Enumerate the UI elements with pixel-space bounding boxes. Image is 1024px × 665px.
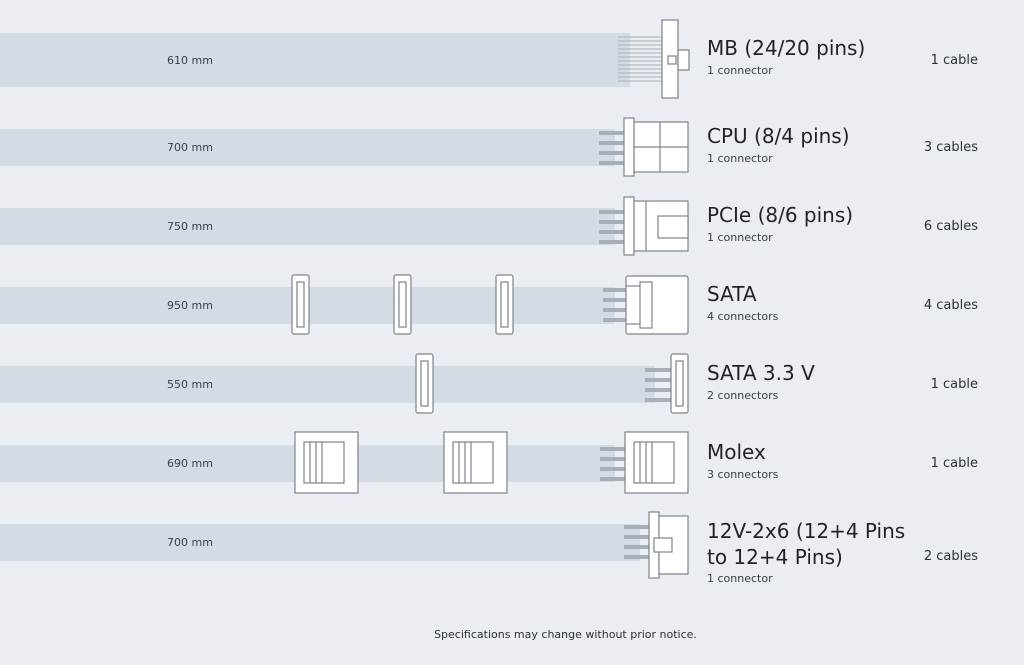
- cable-count: 3 cables: [923, 140, 978, 155]
- connector-name: 12V-2x6 (12+4 Pins: [707, 519, 906, 543]
- molex-connector-icon: [294, 431, 689, 494]
- connector-count: 1 connector: [707, 64, 773, 77]
- connector-name: SATA: [707, 282, 757, 306]
- cable-length: 610 mm: [167, 54, 213, 67]
- connector-count: 1 connector: [707, 231, 773, 244]
- pcie-connector-icon: [599, 196, 689, 256]
- connector-name: MB (24/20 pins): [707, 36, 866, 60]
- cable-length: 950 mm: [167, 299, 213, 312]
- sata33-connector-icon: [415, 353, 689, 414]
- connector-name: PCIe (8/6 pins): [707, 203, 854, 227]
- footer-notice: Specifications may change without prior …: [434, 628, 697, 641]
- mb-connector-icon: [618, 19, 690, 99]
- connector-count: 3 connectors: [707, 468, 779, 481]
- cable-band-pcie: [0, 208, 615, 245]
- cable-band-mb: [0, 33, 630, 87]
- connector-name: Molex: [707, 440, 766, 464]
- connector-count: 4 connectors: [707, 310, 779, 323]
- cable-count: 4 cables: [923, 298, 978, 313]
- cable-length: 690 mm: [167, 457, 213, 470]
- cable-count: 2 cables: [923, 549, 978, 564]
- cable-count: 1 cable: [930, 456, 978, 471]
- cable-band-sata33: [0, 366, 655, 403]
- cable-length: 700 mm: [167, 141, 213, 154]
- cpu-connector-icon: [599, 117, 689, 177]
- sata-connector-icon: [291, 274, 689, 335]
- cable-length: 550 mm: [167, 378, 213, 391]
- connector-name: CPU (8/4 pins): [707, 124, 850, 148]
- cable-band-cpu: [0, 129, 615, 166]
- cable-count: 1 cable: [930, 53, 978, 68]
- cable-band-12v2x6: [0, 524, 640, 561]
- 12v2x6-connector-icon: [624, 511, 689, 579]
- connector-name-line2: to 12+4 Pins): [707, 545, 843, 569]
- connector-count: 2 connectors: [707, 389, 779, 402]
- connector-count: 1 connector: [707, 572, 773, 585]
- cable-length: 700 mm: [167, 536, 213, 549]
- cable-count: 6 cables: [923, 219, 978, 234]
- connector-name: SATA 3.3 V: [707, 361, 815, 385]
- cable-count: 1 cable: [930, 377, 978, 392]
- cable-length: 750 mm: [167, 220, 213, 233]
- connector-count: 1 connector: [707, 152, 773, 165]
